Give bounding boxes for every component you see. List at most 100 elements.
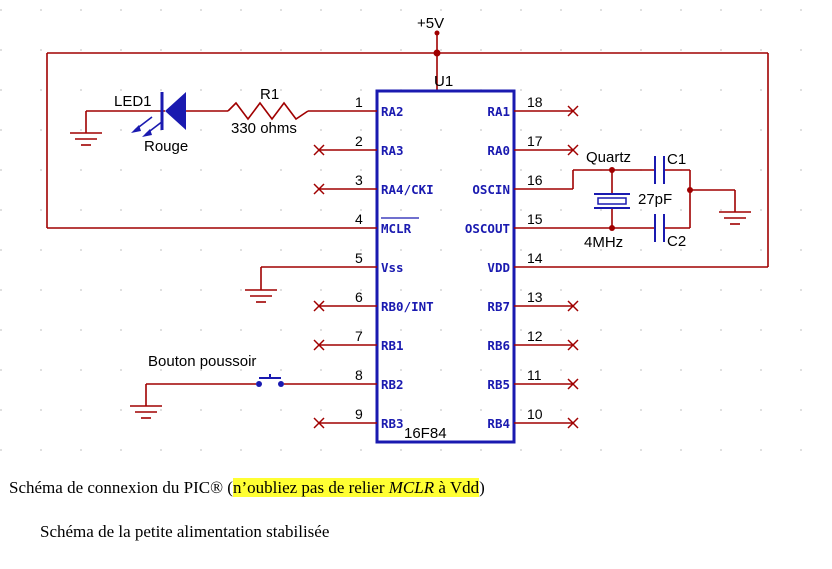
chip-part: 16F84 [404, 425, 447, 442]
caption-highlight-text: n’oubliez pas de relier [232, 478, 389, 497]
ground-icon [130, 405, 162, 419]
supply-label: +5V [417, 15, 444, 32]
button-label: Bouton poussoir [148, 353, 256, 370]
resistor-r1 [227, 101, 309, 121]
junction-dot [609, 225, 615, 231]
no-connect-icon [567, 378, 579, 390]
pin-name: RB3 [381, 416, 404, 431]
caption-highlight: n’oubliez pas de relier MCLR à Vdd [232, 478, 480, 497]
no-connect-icon [313, 339, 325, 351]
cap2-ref: C2 [667, 233, 686, 250]
pin-name: RB7 [487, 299, 510, 314]
no-connect-icon [313, 183, 325, 195]
pin-number: 14 [527, 250, 543, 266]
pin-name: OSCOUT [465, 221, 510, 236]
grid-background [0, 0, 832, 460]
pin-name: MCLR [381, 221, 412, 236]
pin-name: RB0/INT [381, 299, 434, 314]
no-connect-icon [567, 144, 579, 156]
pin-number: 17 [527, 133, 543, 149]
pin-name: RB6 [487, 338, 510, 353]
resistor-value: 330 ohms [231, 120, 297, 137]
pin-number: 13 [527, 289, 543, 305]
left-wires [47, 110, 377, 406]
pin-number: 4 [355, 211, 363, 227]
pin-name: RA2 [381, 104, 404, 119]
no-connect-icon [567, 300, 579, 312]
pin-number: 15 [527, 211, 543, 227]
pin-name: Vss [381, 260, 404, 275]
chip-ref: U1 [434, 73, 453, 90]
pin-name: RA0 [487, 143, 510, 158]
capacitor-c2 [654, 214, 665, 242]
pin-number: 8 [355, 367, 363, 383]
left-pins: 1RA22RA33RA4/CKI4MCLR5Vss6RB0/INT7RB18RB… [313, 94, 434, 431]
pin-number: 1 [355, 94, 363, 110]
pin-number: 7 [355, 328, 363, 344]
pin-number: 6 [355, 289, 363, 305]
pin-name: RB5 [487, 377, 510, 392]
pin-name: RA1 [487, 104, 510, 119]
junction-dot [609, 167, 615, 173]
push-button-symbol [256, 374, 284, 387]
pin-name: VDD [487, 260, 510, 275]
schematic-diagram: +5V U1 16F84 1RA22RA33RA4/CKI4MCLR5Vss6R… [0, 0, 832, 460]
pin-number: 10 [527, 406, 543, 422]
supply-terminal [434, 30, 440, 36]
pin-name: RA4/CKI [381, 182, 434, 197]
caption-highlight-text-end: à Vdd [434, 478, 480, 497]
pin-number: 11 [527, 367, 542, 383]
resistor-ref: R1 [260, 86, 279, 103]
pin-name: RB4 [487, 416, 510, 431]
supply-junction [433, 49, 441, 57]
pin-number: 3 [355, 172, 363, 188]
led-symbol [131, 92, 186, 137]
crystal-symbol [594, 193, 630, 209]
crystal-name: Quartz [586, 149, 631, 166]
pin-name: OSCIN [472, 182, 510, 197]
no-connect-icon [313, 300, 325, 312]
ground-icon [70, 132, 102, 146]
ground-icon [245, 289, 277, 303]
led-color: Rouge [144, 138, 188, 155]
supply-wires [46, 33, 769, 267]
pin-number: 9 [355, 406, 363, 422]
no-connect-icon [567, 417, 579, 429]
no-connect-icon [313, 144, 325, 156]
pin-number: 12 [527, 328, 543, 344]
no-connect-icon [567, 105, 579, 117]
crystal-freq: 4MHz [584, 234, 623, 251]
pin-name: RB2 [381, 377, 404, 392]
caption-highlight-em: MCLR [388, 478, 435, 497]
led-ref: LED1 [114, 93, 152, 110]
cap-value: 27pF [638, 191, 672, 208]
capacitor-c1 [654, 156, 665, 184]
caption-suffix: ) [479, 478, 485, 497]
no-connect-icon [567, 339, 579, 351]
caption-power-supply: Schéma de la petite alimentation stabili… [40, 522, 330, 541]
no-connect-icon [313, 417, 325, 429]
cap1-ref: C1 [667, 151, 686, 168]
junction-dot [687, 187, 693, 193]
pin-number: 2 [355, 133, 363, 149]
pin-number: 5 [355, 250, 363, 266]
caption-connection: Schéma de connexion du PIC® (n’oubliez p… [9, 478, 485, 498]
pin-name: RB1 [381, 338, 404, 353]
